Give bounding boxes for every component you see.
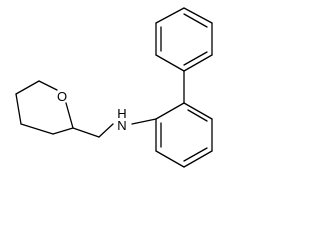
- double-bond: [187, 109, 208, 122]
- tetrahydrofuran-ring: [15, 80, 74, 135]
- amine-nitrogen-label: N: [117, 118, 126, 133]
- phenyl-ring-top: [155, 7, 213, 72]
- bond-ch2-to-thf: [72, 127, 100, 138]
- bond: [183, 7, 213, 24]
- bond: [15, 80, 40, 95]
- bond: [155, 150, 185, 168]
- bond: [155, 7, 185, 24]
- amine-hydrogen-label: H: [117, 106, 126, 121]
- bond: [183, 102, 213, 120]
- bond: [15, 93, 22, 125]
- double-bond: [183, 147, 208, 162]
- double-bond: [183, 51, 208, 66]
- bond-nitrogen-to-ch2: [98, 123, 114, 138]
- oxygen-atom-label: O: [57, 89, 67, 104]
- bond: [65, 102, 74, 129]
- bond: [155, 54, 185, 72]
- bond: [20, 123, 54, 135]
- chemical-structure: O H N: [15, 7, 213, 168]
- bond: [183, 150, 213, 168]
- bond-ring-to-nitrogen: [131, 118, 157, 125]
- bond: [38, 80, 58, 91]
- bond: [155, 102, 185, 120]
- double-bond: [183, 13, 208, 28]
- phenyl-ring-bottom: [155, 102, 213, 168]
- bond: [183, 54, 213, 72]
- bond: [52, 127, 74, 135]
